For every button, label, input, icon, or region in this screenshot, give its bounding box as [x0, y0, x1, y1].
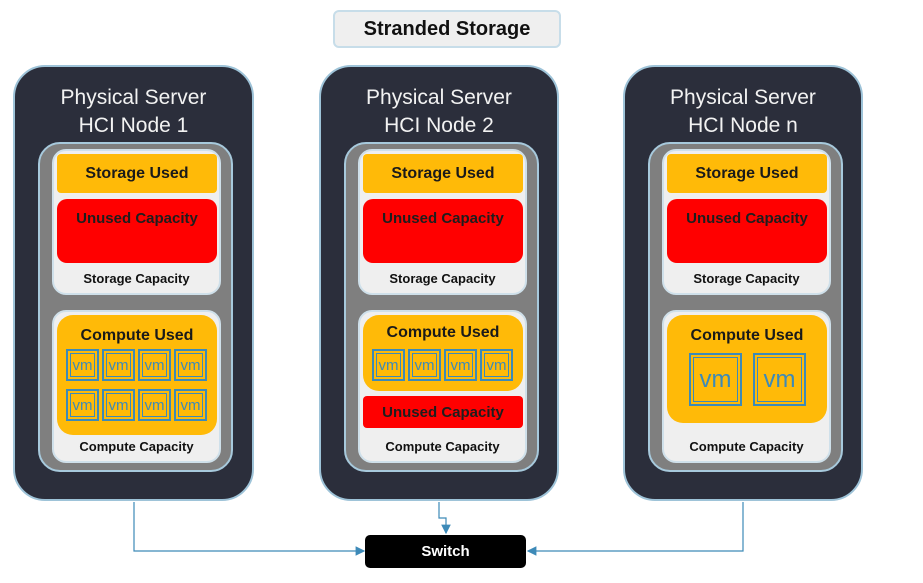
compute-used-block: Compute Used vm vm vm vm vm vm vm vm: [57, 315, 217, 435]
compute-used-label: Compute Used: [80, 327, 194, 344]
diagram-title: Stranded Storage: [333, 10, 561, 48]
storage-capacity-label: Storage Capacity: [83, 271, 190, 286]
storage-unused-capacity: Unused Capacity: [667, 199, 827, 263]
connector-node-2: [438, 502, 451, 535]
storage-used-bar: Storage Used: [667, 154, 827, 193]
vm-icon: vm: [138, 389, 171, 421]
storage-capacity-panel: Storage Used Unused Capacity Storage Cap…: [358, 149, 527, 295]
storage-used-bar: Storage Used: [57, 154, 217, 193]
connector-node-1: [133, 502, 366, 556]
storage-capacity-panel: Storage Used Unused Capacity Storage Cap…: [662, 149, 831, 295]
vm-icon: vm: [174, 389, 207, 421]
hci-resource-panel: Storage Used Unused Capacity Storage Cap…: [38, 142, 233, 472]
compute-capacity-label: Compute Capacity: [79, 439, 194, 454]
compute-used-block: Compute Used vm vm: [667, 315, 827, 423]
compute-used-label: Compute Used: [690, 327, 804, 344]
server-title-line1: Physical Server: [60, 86, 207, 109]
storage-capacity-label: Storage Capacity: [389, 271, 496, 286]
server-node-1: Physical Server HCI Node 1 Storage Used …: [13, 65, 254, 501]
storage-capacity-panel: Storage Used Unused Capacity Storage Cap…: [52, 149, 221, 295]
vm-icon: vm: [102, 389, 135, 421]
vm-icon: vm: [480, 349, 513, 381]
storage-unused-capacity: Unused Capacity: [363, 199, 523, 263]
storage-capacity-label: Storage Capacity: [693, 271, 800, 286]
connector-node-n: [526, 502, 744, 556]
vm-icon: vm: [372, 349, 405, 381]
hci-resource-panel: Storage Used Unused Capacity Storage Cap…: [648, 142, 843, 472]
hci-resource-panel: Storage Used Unused Capacity Storage Cap…: [344, 142, 539, 472]
server-title-line1: Physical Server: [366, 86, 512, 109]
vm-icon: vm: [753, 353, 806, 406]
compute-used-block: Compute Used vm vm vm vm: [363, 315, 523, 391]
vm-icon: vm: [138, 349, 171, 381]
server-title-line1: Physical Server: [670, 86, 816, 109]
compute-capacity-label: Compute Capacity: [385, 439, 500, 454]
network-switch: Switch: [365, 535, 526, 568]
compute-capacity-label: Compute Capacity: [689, 439, 804, 454]
storage-unused-capacity: Unused Capacity: [57, 199, 217, 263]
server-node-2: Physical Server HCI Node 2 Storage Used …: [319, 65, 559, 501]
compute-unused-capacity: Unused Capacity: [363, 396, 523, 428]
storage-used-bar: Storage Used: [363, 154, 523, 193]
vm-icon: vm: [66, 389, 99, 421]
server-title-line2: HCI Node 1: [78, 114, 189, 137]
vm-icon: vm: [102, 349, 135, 381]
compute-capacity-panel: Compute Used vm vm Compute Capacity: [662, 310, 831, 463]
vm-icon: vm: [174, 349, 207, 381]
compute-capacity-panel: Compute Used vm vm vm vm vm vm vm vm Com…: [52, 310, 221, 463]
compute-used-label: Compute Used: [386, 324, 500, 341]
server-node-n: Physical Server HCI Node n Storage Used …: [623, 65, 863, 501]
server-title-line2: HCI Node n: [688, 114, 798, 137]
server-title-line2: HCI Node 2: [384, 114, 494, 137]
vm-icon: vm: [444, 349, 477, 381]
vm-icon: vm: [66, 349, 99, 381]
vm-icon: vm: [408, 349, 441, 381]
compute-capacity-panel: Compute Used vm vm vm vm Unused Capacity…: [358, 310, 527, 463]
vm-icon: vm: [689, 353, 742, 406]
